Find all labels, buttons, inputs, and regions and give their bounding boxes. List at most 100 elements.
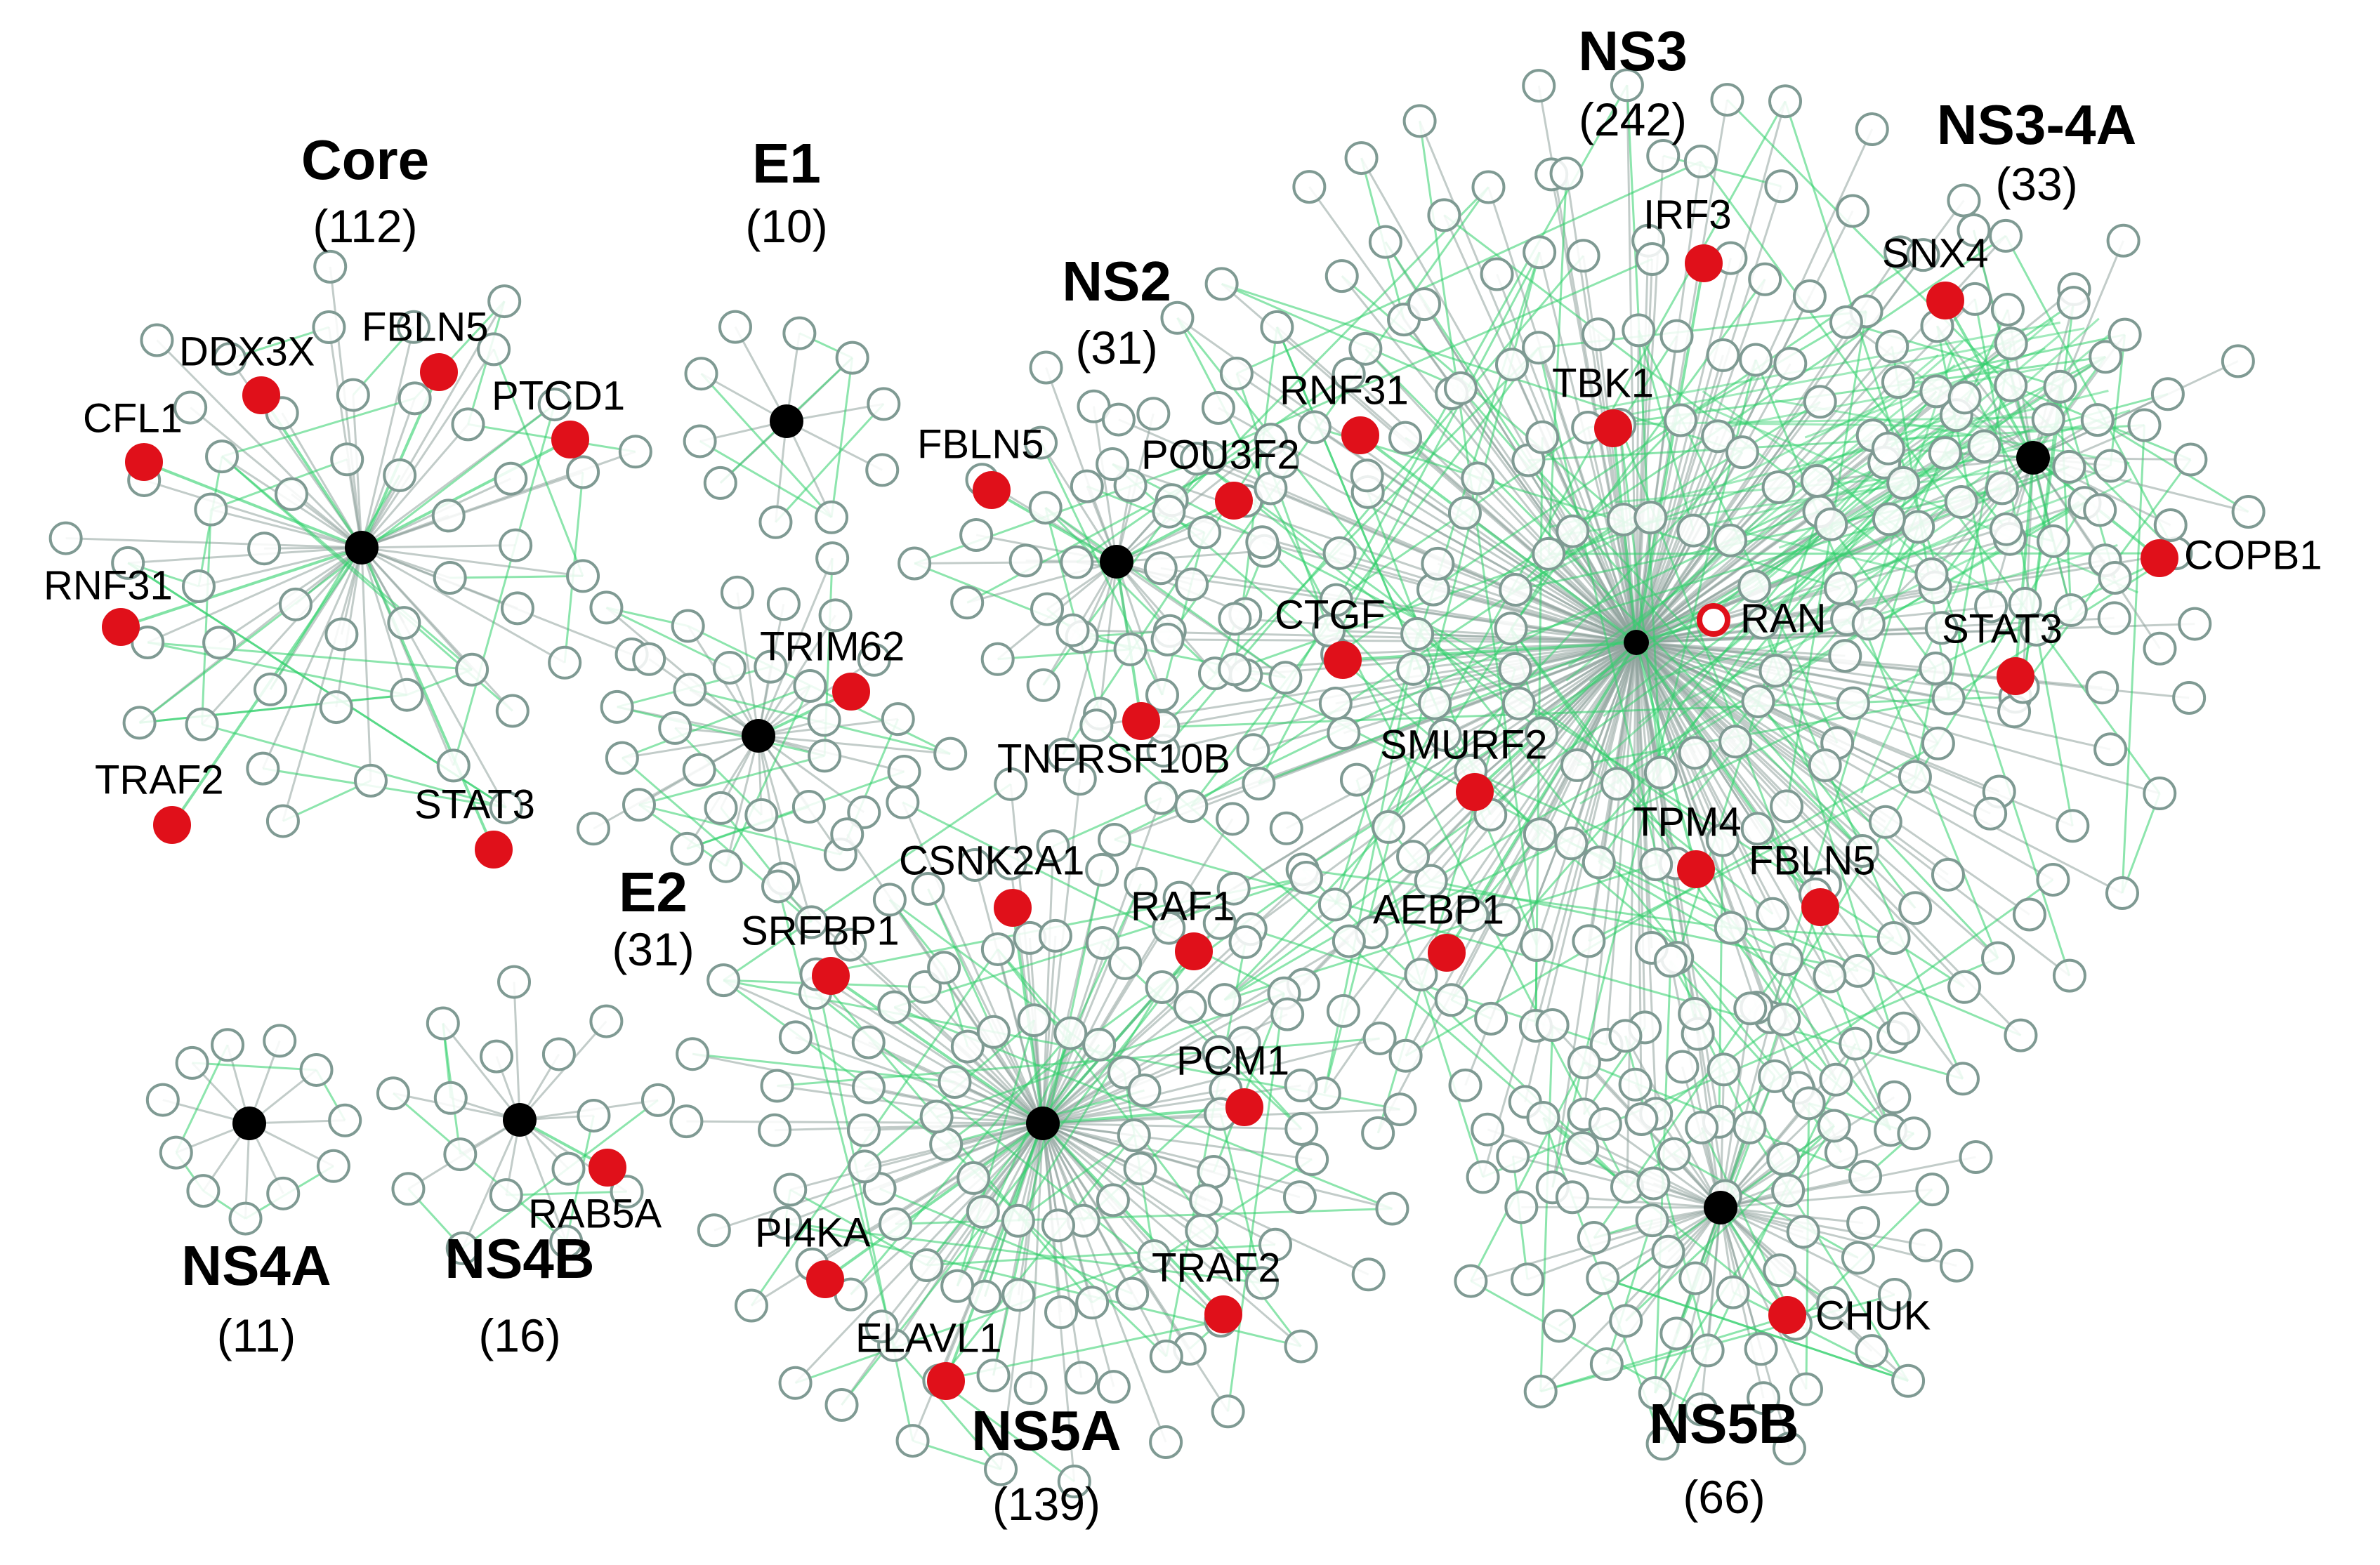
host-protein-node (980, 642, 1015, 676)
host-protein-node (1388, 1038, 1423, 1073)
host-host-edge (221, 397, 416, 458)
host-protein-node (2031, 402, 2065, 437)
highlight-edge (1635, 641, 1822, 909)
host-protein-node (768, 1206, 803, 1240)
host-protein-node (551, 1151, 586, 1186)
host-host-edge (2121, 793, 2161, 894)
host-protein-node (1554, 826, 1589, 861)
host-host-edge (1196, 458, 1723, 841)
host-protein-node (1520, 927, 1554, 962)
host-protein-node (1029, 350, 1063, 385)
host-host-edge (795, 1255, 1155, 1385)
cluster-count-core: (112) (313, 200, 417, 252)
host-protein-node (451, 407, 485, 442)
host-protein-node (1383, 1092, 1417, 1127)
host-protein-node (1714, 911, 1748, 945)
host-protein-node (1931, 681, 1966, 715)
host-host-edge (1669, 960, 1776, 1077)
host-protein-node (266, 1176, 301, 1210)
host-protein-node (1511, 1262, 1545, 1297)
host-protein-node (830, 817, 864, 852)
viral-host-edge (261, 547, 363, 770)
viral-host-edge (1636, 641, 2054, 881)
host-protein-node (1758, 654, 1793, 688)
host-protein-node (877, 990, 912, 1024)
viral-host-edge (1636, 641, 1826, 767)
host-protein-node (2085, 671, 2119, 705)
host-protein-node (720, 575, 754, 609)
host-protein-node (1101, 402, 1136, 437)
cluster-count-e2: (31) (612, 923, 694, 975)
host-protein-node (709, 849, 743, 883)
host-protein-node (173, 390, 208, 425)
host-protein-node (1881, 365, 1915, 399)
viral-host-edge (282, 547, 363, 821)
highlighted-node-pcm1 (1225, 1088, 1263, 1126)
viral-host-edge (1635, 199, 1965, 643)
host-protein-node (919, 1100, 954, 1134)
host-protein-node (1244, 1266, 1279, 1300)
host-host-edge (1626, 85, 1662, 773)
host-protein-node (1764, 169, 1799, 204)
gene-label-ddx3x: DDX3X (179, 329, 315, 374)
host-protein-node (1716, 1275, 1750, 1309)
host-protein-node (48, 521, 83, 555)
host-host-edge (617, 706, 825, 757)
host-protein-node (1560, 748, 1594, 782)
host-protein-node (489, 791, 523, 825)
host-protein-node (1819, 1062, 1853, 1097)
host-protein-node (1096, 1370, 1131, 1404)
highlighted-node-tbk1 (1594, 409, 1632, 447)
host-protein-node (1216, 802, 1250, 836)
host-host-edge (1044, 507, 1101, 714)
host-host-edge (1510, 278, 1766, 630)
viral-host-edge (1116, 550, 1265, 563)
viral-host-edge (360, 547, 408, 696)
host-protein-node (1725, 435, 1759, 470)
highlighted-node-ctgf (1324, 641, 1362, 679)
cluster-title-ns5b: NS5B (1649, 1392, 1799, 1455)
host-protein-node (1706, 338, 1740, 372)
host-protein-node (744, 798, 779, 832)
host-protein-node (1633, 501, 1668, 535)
host-protein-node (1758, 1059, 1792, 1093)
viral-host-edge (1365, 348, 1638, 644)
viral-host-edge (2032, 360, 2239, 459)
gene-label-tbk1: TBK1 (1552, 360, 1654, 406)
gene-label-aebp1: AEBP1 (1373, 887, 1504, 932)
viral-host-edge (360, 326, 415, 548)
host-host-edge (139, 694, 407, 724)
host-host-edge (1017, 1134, 1135, 1222)
gene-label-pi4ka: PI4KA (755, 1210, 871, 1255)
host-protein-node (1994, 326, 2028, 361)
host-protein-node (1160, 301, 1195, 335)
gene-label-rnf31: RNF31 (1280, 367, 1409, 413)
host-protein-node (1396, 840, 1431, 874)
host-protein-node (1282, 1180, 1317, 1215)
host-protein-node (1659, 1316, 1694, 1351)
host-host-edge (1450, 482, 1905, 1001)
host-protein-node (1556, 514, 1590, 548)
host-protein-node (872, 883, 907, 917)
host-protein-node (1761, 470, 1796, 505)
host-protein-node (1581, 317, 1615, 352)
viral-host-edge (1635, 642, 1831, 977)
host-protein-node (1877, 1080, 1912, 1114)
host-protein-node (684, 357, 718, 391)
host-host-edge (1594, 322, 2061, 411)
host-protein-node (1292, 170, 1327, 204)
host-protein-node (548, 645, 582, 680)
host-protein-node (263, 1024, 297, 1058)
host-host-edge (1846, 619, 1940, 744)
host-protein-node (1773, 347, 1808, 381)
host-protein-node (697, 1213, 731, 1248)
host-host-edge (893, 1344, 1002, 1470)
host-protein-node (1447, 496, 1482, 530)
highlight-edge (1473, 641, 1638, 793)
host-protein-node (353, 763, 388, 798)
host-protein-node (1841, 1241, 1875, 1275)
host-protein-node (1770, 942, 1804, 977)
host-protein-node (433, 1081, 468, 1115)
host-protein-node (1498, 652, 1532, 686)
host-protein-node (758, 505, 793, 539)
